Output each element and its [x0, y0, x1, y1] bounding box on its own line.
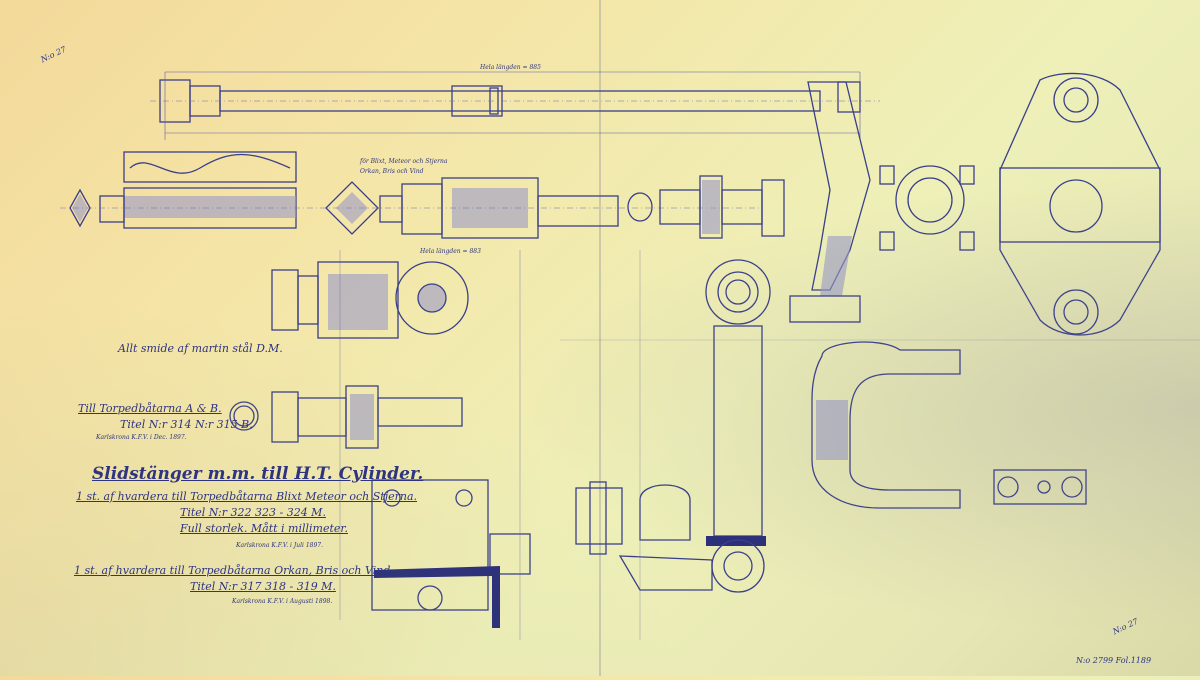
rod-length-top-annotation: Hela längden = 885 — [480, 64, 541, 71]
drawing-title: Slidstänger m.m. till H.T. Cylinder. — [92, 464, 424, 484]
rod-length-bottom-annotation: Hela längden = 883 — [420, 248, 481, 255]
order2-line1: 1 st. af hvardera till Torpedbåtarna Ork… — [74, 564, 391, 577]
eye-end-drawing — [271, 261, 469, 339]
link-drawing — [575, 259, 771, 593]
slide-rod-drawing — [150, 71, 880, 140]
rod-annotation-line-1: för Blixt, Meteor och Stjerna — [360, 158, 448, 165]
rod-end-section-drawing — [60, 151, 760, 239]
rod-annotation-line-2: Orkan, Bris och Vind — [360, 168, 424, 175]
order2-place-date: Karlskrona K.F.V. i Augusti 1898. — [232, 598, 333, 605]
flange-plate-drawing — [999, 72, 1161, 336]
order1-line1: 1 st. af hvardera till Torpedbåtarna Bli… — [76, 490, 418, 503]
order1-line3: Full storlek. Mått i millimeter. — [180, 522, 348, 535]
lever-arm-drawing — [789, 81, 975, 323]
titel-note: Titel N:r 314 N:r 315 B. — [120, 418, 253, 431]
pin-drawing — [229, 385, 463, 449]
place-date-note: Karlskrona K.F.V. i Dec. 1897. — [96, 434, 187, 441]
fork-head-drawing — [659, 175, 785, 239]
order1-line2: Titel N:r 322 323 - 324 M. — [180, 506, 326, 519]
order1-place-date: Karlskrona K.F.V. i Juli 1897. — [236, 542, 324, 549]
bracket-drawing — [371, 479, 531, 628]
yoke-drawing — [811, 341, 1087, 509]
material-note: Allt smide af martin stål D.M. — [118, 342, 283, 355]
order2-line2: Titel N:r 317 318 - 319 M. — [190, 580, 336, 593]
boats-note: Till Torpedbåtarna A & B. — [78, 402, 222, 415]
archive-stamp: N:o 2799 Fol.1189 — [1076, 656, 1152, 665]
